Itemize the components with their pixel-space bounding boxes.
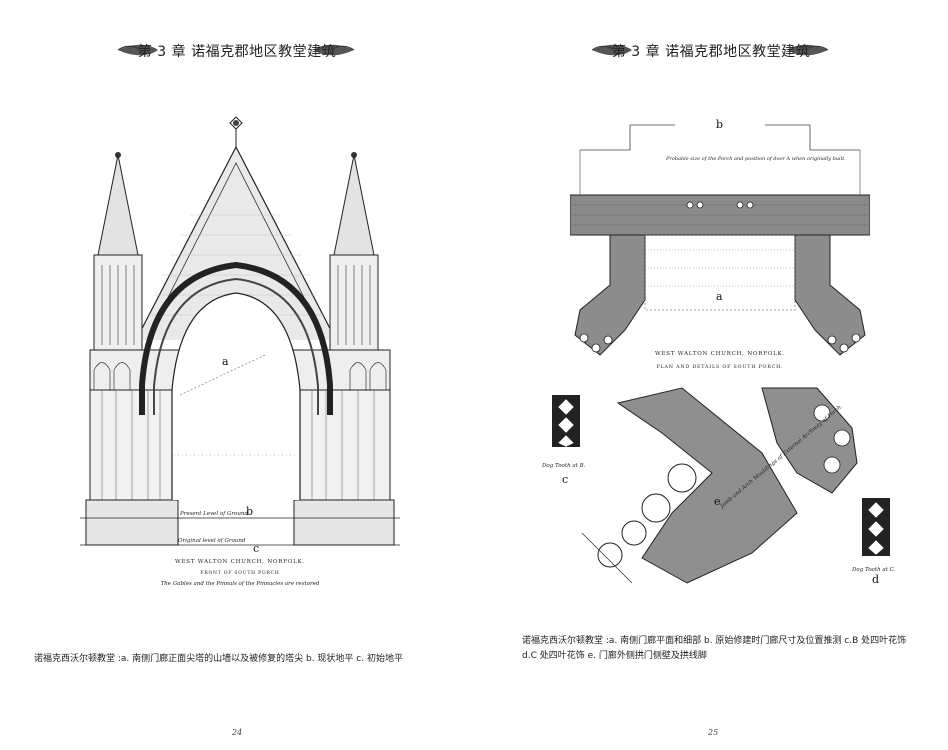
porch-front-elevation-plate: a b c Present Level of Ground Original l… xyxy=(80,115,400,600)
header-title: 第 3 章 诺福克郡地区教堂建筑 xyxy=(137,44,337,60)
label-b: b xyxy=(246,505,253,518)
porch-plan-drawing: b a Probable size of the Porch and posit… xyxy=(570,118,870,370)
right-page-header: 第 3 章 诺福克郡地区教堂建筑 xyxy=(474,38,948,62)
dog-tooth-c-label: Dog Tooth at C. xyxy=(851,567,896,573)
porch-front-elevation-drawing: a b c Present Level of Ground Original l… xyxy=(80,116,400,587)
porch-details-drawing: Dog Tooth at B. c Jamb and Arch Moulding… xyxy=(541,387,896,586)
right-caption: 诺福克西沃尔顿教堂 :a. 南侧门廊平面和细部 b. 原始修建时门廊尺寸及位置推… xyxy=(522,636,907,661)
plan-subtitle: PLAN AND DETAILS OF SOUTH PORCH. xyxy=(657,364,784,370)
page-number-left: 24 xyxy=(232,728,243,737)
label-c: c xyxy=(562,473,568,486)
header-ornament xyxy=(117,44,355,56)
label-d: d xyxy=(872,573,879,586)
label-b: b xyxy=(716,118,723,131)
header-title: 第 3 章 诺福克郡地区教堂建筑 xyxy=(611,44,811,60)
porch-plan-plate: b a Probable size of the Porch and posit… xyxy=(570,110,870,385)
original-level-label: Original level of Ground xyxy=(178,538,246,544)
label-e: e xyxy=(714,495,721,508)
plan-note: Probable size of the Porch and position … xyxy=(665,156,846,162)
plate-note: The Gables and the Pinnals of the Pinnac… xyxy=(161,581,320,587)
dog-tooth-b-label: Dog Tooth at B. xyxy=(541,463,586,469)
label-c: c xyxy=(253,542,259,555)
plate-subtitle: FRONT OF SOUTH PORCH xyxy=(200,570,279,576)
plan-title: WEST WALTON CHURCH, NORFOLK. xyxy=(655,351,785,357)
label-a: a xyxy=(716,290,723,303)
porch-details-plate: Dog Tooth at B. c Jamb and Arch Moulding… xyxy=(522,383,922,588)
header-ornament xyxy=(591,44,829,56)
left-page: 第 3 章 诺福克郡地区教堂建筑 xyxy=(0,38,474,737)
page-number-right: 25 xyxy=(708,728,719,737)
plate-title: WEST WALTON CHURCH, NORFOLK. xyxy=(175,559,305,565)
present-level-label: Present Level of Ground xyxy=(179,511,248,517)
right-page: 第 3 章 诺福克郡地区教堂建筑 xyxy=(474,0,948,750)
left-caption: 诺福克西沃尔顿教堂 :a. 南侧门廊正面尖塔的山墙以及被修复的塔尖 b. 现状地… xyxy=(34,654,403,664)
left-page-header: 第 3 章 诺福克郡地区教堂建筑 xyxy=(0,38,474,62)
label-a: a xyxy=(222,355,229,368)
